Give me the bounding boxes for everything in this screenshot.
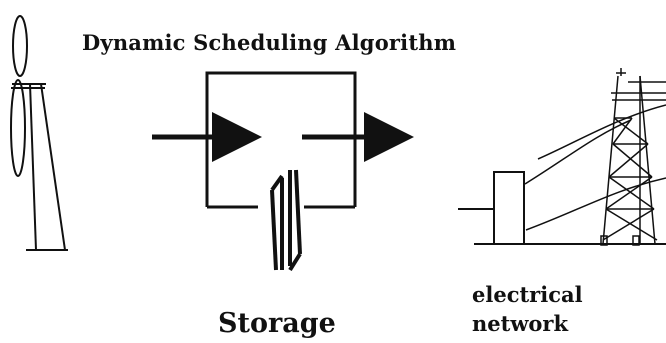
- diagram-title: Dynamic Scheduling Algorithm: [82, 30, 457, 55]
- storage-bidirectional-arrows: [270, 169, 302, 272]
- electrical-network-label-line-1: electrical: [472, 282, 583, 307]
- wind-turbine-icon: [10, 15, 68, 251]
- power-lines: [524, 104, 666, 231]
- electrical-network-label: electrical network: [472, 280, 583, 338]
- scheduling-box: [205, 71, 357, 209]
- electrical-network-label-line-2: network: [472, 311, 569, 336]
- storage-label: Storage: [218, 308, 336, 339]
- power-tower-icon: [600, 68, 666, 246]
- substation-icon: [458, 171, 666, 245]
